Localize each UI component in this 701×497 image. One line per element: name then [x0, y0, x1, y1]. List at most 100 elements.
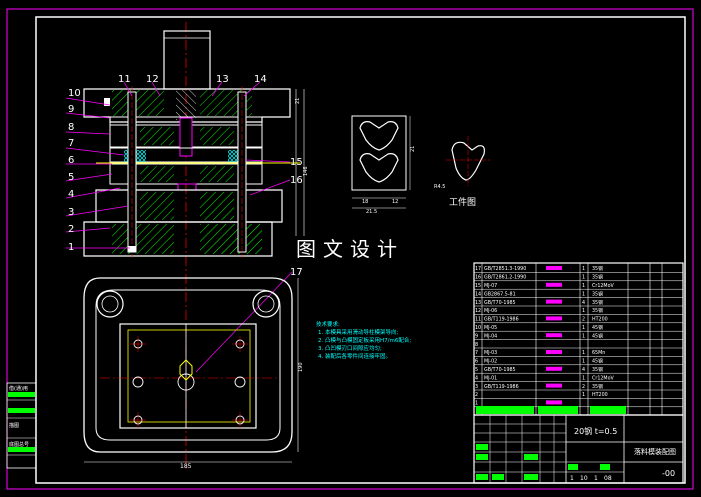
bom-cell-code: MJ-07	[484, 283, 497, 289]
bom-cell-code: MJ-06	[484, 308, 497, 314]
part-no-13: 13	[216, 74, 229, 85]
sheet-inner-border	[35, 16, 686, 484]
bom-cell-no: 9	[475, 333, 478, 339]
tech-note-3: 3. 凸凹模刃口间隙应均匀;	[318, 344, 382, 352]
bom-cell-material: 35钢	[592, 366, 603, 373]
bom-cell-no: 8	[475, 342, 478, 348]
part-no-3: 3	[68, 207, 74, 218]
part-no-10: 10	[68, 88, 81, 99]
part-no-16: 16	[290, 175, 303, 186]
part-no-6: 6	[68, 155, 74, 166]
tech-note-4: 4. 装配后各零件间连接牢固。	[318, 352, 391, 360]
bom-cell-no: 14	[475, 291, 481, 297]
bom-cell-no: 10	[475, 325, 481, 331]
bom-marker	[546, 316, 562, 321]
bom-marker	[546, 366, 562, 371]
part-no-4: 4	[68, 189, 74, 200]
bom-cell-qty: 1	[582, 375, 585, 381]
part-no-5: 5	[68, 172, 74, 183]
scale-cell-2: 1	[594, 475, 598, 482]
part-no-17: 17	[290, 267, 303, 278]
bom-marker	[546, 383, 562, 388]
bom-cell-no: 17	[475, 266, 481, 272]
bom-cell-qty: 2	[582, 384, 585, 390]
strip-label-2: 描图	[9, 422, 19, 429]
part-leaders	[65, 81, 293, 373]
bom-cell-no: 11	[475, 317, 481, 323]
bom-cell-material: 45钢	[592, 358, 603, 365]
dim-d8: 190	[298, 362, 304, 372]
part-no-14: 14	[254, 74, 267, 85]
bom-cell-qty: 4	[582, 367, 585, 373]
strip-label-1: 借(通)用	[9, 385, 28, 392]
plan-view: 185 190	[83, 277, 304, 470]
bom-cell-no: 7	[475, 350, 478, 356]
watermark-text: 图文设计	[292, 236, 408, 262]
bom-cell-code: GB/T119-1986	[484, 317, 519, 323]
bom-marker	[546, 266, 562, 270]
die-base	[83, 221, 273, 257]
bom-cell-code: GB/T70-1985	[484, 300, 516, 306]
bom-cell-code: GB/T2851.3-1990	[484, 266, 526, 272]
part-no-11: 11	[118, 74, 131, 85]
bom-cell-material: 45钢	[592, 324, 603, 331]
workpiece-view: R4.5 工件图	[434, 136, 490, 208]
bom-cell-material: 45钢	[592, 332, 603, 339]
bom-marker	[546, 333, 562, 338]
bom-cell-qty: 1	[582, 350, 585, 356]
bom-cell-code: MJ-01	[484, 375, 497, 381]
punch	[179, 117, 193, 157]
bom-cell-material: Cr12MoV	[592, 375, 614, 381]
bom-cell-material: 65Mn	[592, 350, 605, 356]
bom-cell-qty: 1	[582, 291, 585, 297]
scale-cell-0: 1	[570, 475, 574, 482]
title-block: 20钢 t=0.5 落料模装配图 -00 1 10 1 08	[473, 414, 684, 484]
part-no-2: 2	[68, 224, 74, 235]
bom-marker	[546, 299, 562, 304]
dim-d4: 12	[392, 199, 398, 205]
bom-cell-no: 16	[475, 275, 481, 281]
bom-cell-no: 1	[475, 401, 478, 407]
part-number-labels: 10 9 8 7 6 5 4 3 2 1 11 12 13 14 15 16 1…	[68, 74, 303, 278]
dim-d1: 21	[295, 98, 301, 104]
bom-cell-no: 6	[475, 359, 478, 365]
bom-cell-qty: 1	[582, 275, 585, 281]
bom-cell-material: 35钢	[592, 274, 603, 281]
dim-d2: 146	[303, 166, 309, 176]
part-no-9: 9	[68, 104, 74, 115]
dim-d6: R4.5	[434, 184, 445, 190]
part-no-1: 1	[68, 242, 74, 253]
dim-d5: 21.5	[366, 209, 377, 215]
part-no-8: 8	[68, 122, 74, 133]
bom-cell-no: 4	[475, 375, 478, 381]
tech-note-1: 1. 本模具采用滑动导柱模架导向;	[318, 328, 398, 336]
bom-cell-no: 3	[475, 384, 478, 390]
bom-marker	[546, 400, 562, 405]
bom-cell-material: 35钢	[592, 307, 603, 314]
bom-cell-qty: 4	[582, 300, 585, 306]
bom-cell-qty: 2	[582, 317, 585, 323]
bom-cell-code: GB/T70-1985	[484, 367, 516, 373]
lower-die-seat	[95, 189, 283, 223]
technical-notes: 技术要求: 1. 本模具采用滑动导柱模架导向; 2. 凸模与凸模固定板采用H7/…	[316, 320, 411, 360]
part-no-15: 15	[290, 157, 303, 168]
bom-cell-material: 35钢	[592, 383, 603, 390]
workpiece-label: 工件图	[449, 196, 476, 208]
bom-cell-no: 2	[475, 392, 478, 398]
strip-layout-view: 18 12 21.5 21	[351, 115, 416, 215]
material-spec: 20钢 t=0.5	[574, 426, 617, 436]
bom-cell-material: HT200	[592, 317, 608, 323]
bom-cell-qty: 1	[582, 359, 585, 365]
bom-cell-material: 35钢	[592, 290, 603, 297]
left-registration-strip: 借(通)用 描图 底图总号	[6, 382, 37, 469]
dim-d1b: 21	[410, 146, 416, 152]
bom-marker	[546, 282, 562, 287]
bom-cell-qty: 1	[582, 333, 585, 339]
bom-cell-qty: 1	[582, 266, 585, 272]
bom-cell-code: GB2867.5-81	[484, 291, 516, 297]
bom-cell-qty: 1	[582, 392, 585, 398]
bom-cell-code: MJ-05	[484, 325, 497, 331]
die-shank	[163, 30, 211, 90]
